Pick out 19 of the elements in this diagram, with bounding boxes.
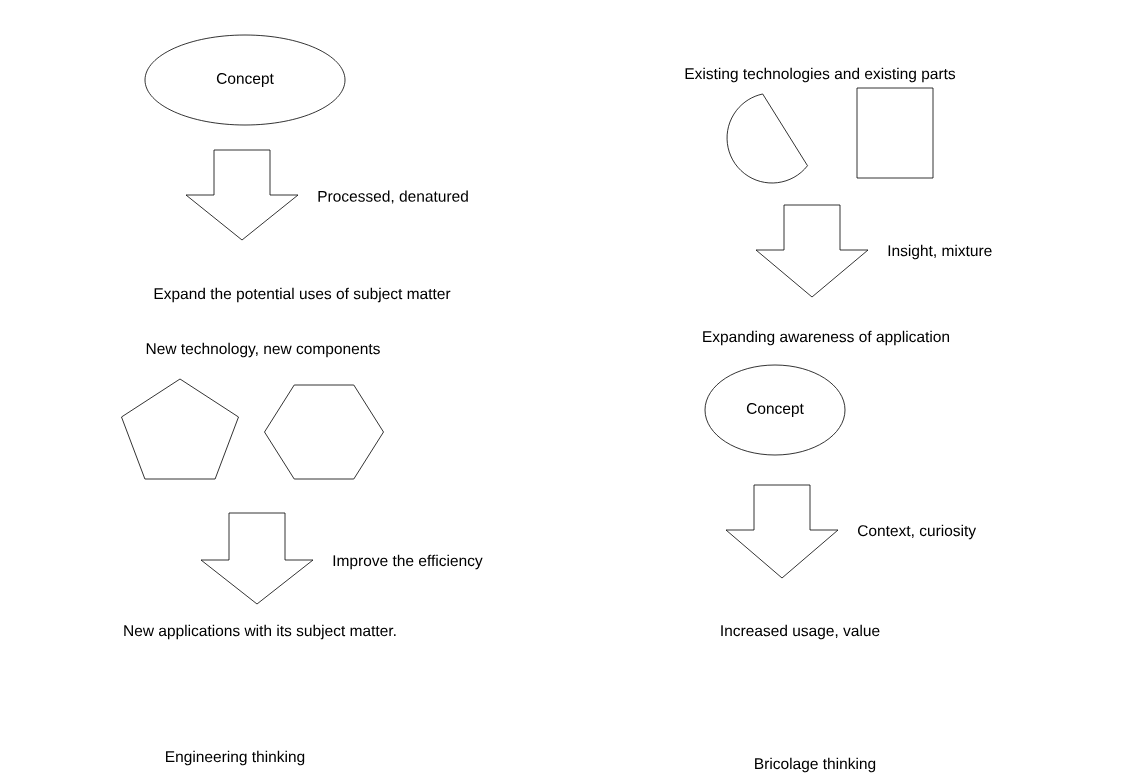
edge-label: Context, curiosity: [858, 524, 977, 540]
caption-text: Expanding awareness of application: [703, 330, 949, 346]
heading-text: New technology, new components: [146, 342, 380, 358]
block-arrow: [200, 512, 314, 605]
caption-text: New applications with its subject matter.: [124, 624, 396, 640]
block-arrow: [185, 149, 299, 241]
hexagon: [264, 384, 384, 480]
diagram-caption: Engineering thinking: [166, 750, 305, 766]
caption-text: Expand the potential uses of subject matter: [154, 287, 451, 303]
rectangle: [856, 87, 934, 179]
pentagon: [121, 378, 239, 480]
block-arrow: [725, 484, 839, 579]
edge-label: Processed, denatured: [318, 190, 468, 204]
edge-label: Improve the efficiency: [333, 554, 483, 570]
edge-label: Insight, mixture: [888, 244, 992, 260]
caption-text: Increased usage, value: [721, 624, 880, 640]
block-arrow: [755, 204, 869, 298]
heading-text: Existing technologies and existing parts: [685, 67, 956, 83]
diagram-caption: Bricolage thinking: [755, 757, 876, 773]
